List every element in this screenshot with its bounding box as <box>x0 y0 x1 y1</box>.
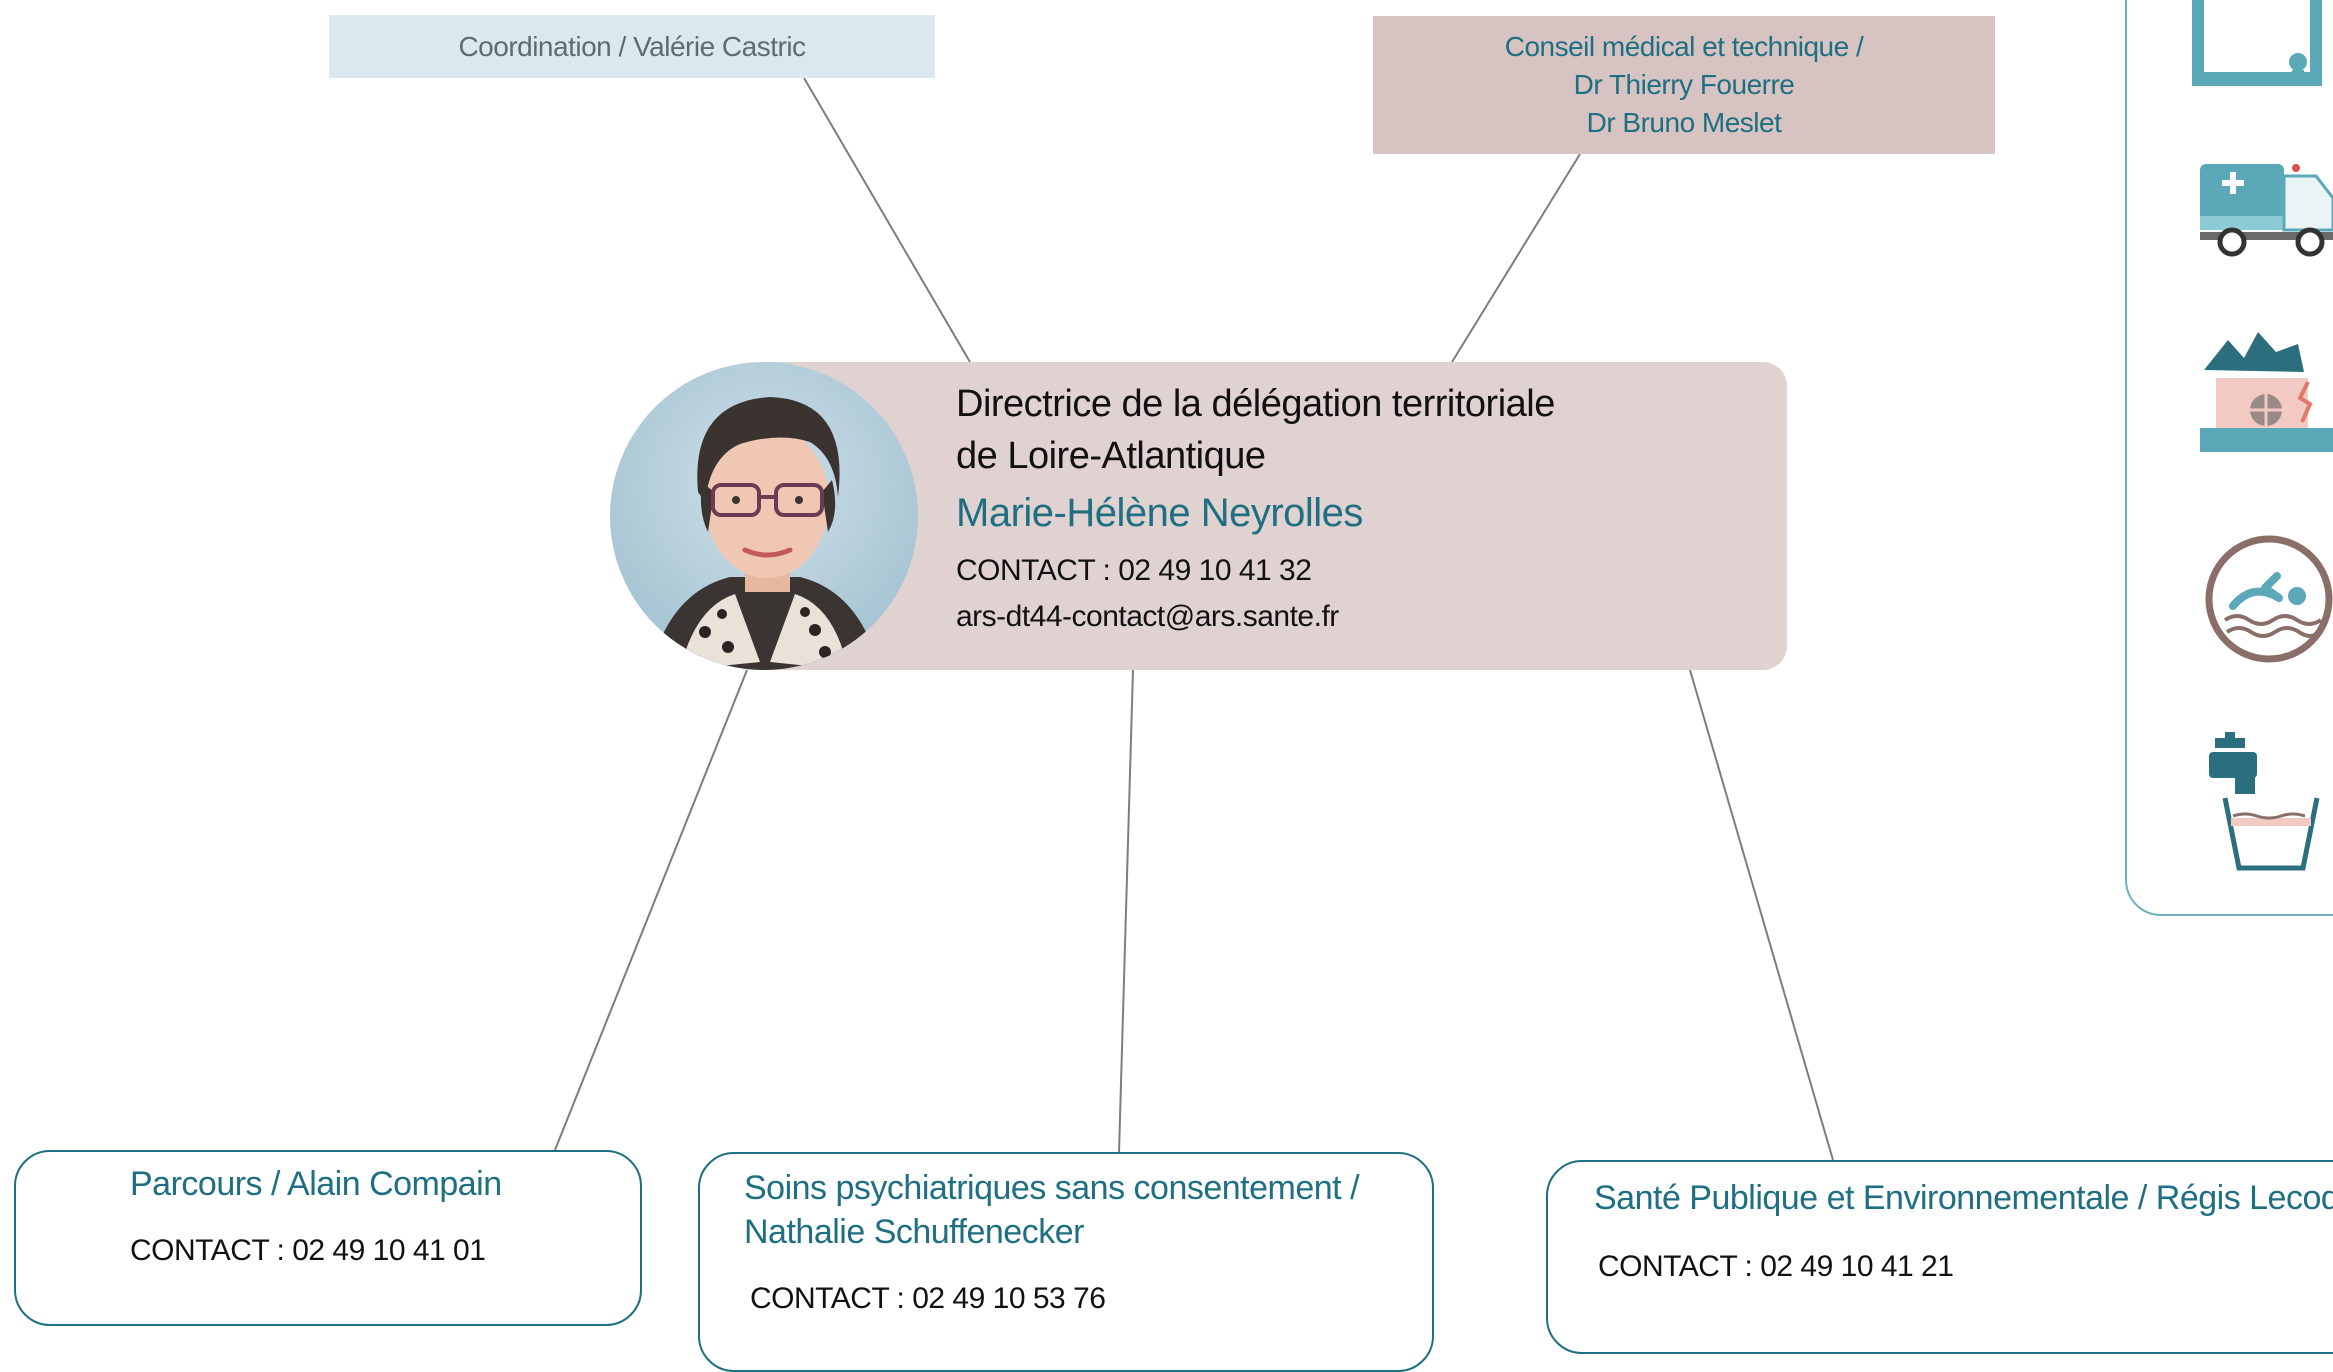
director-name: Marie-Hélène Neyrolles <box>956 491 1363 535</box>
coordination-label: Coordination / Valérie Castric <box>458 30 806 62</box>
director-contact: CONTACT : 02 49 10 41 32 <box>956 554 1312 587</box>
disaster-house-icon <box>2200 332 2333 452</box>
coordination-box: Coordination / Valérie Castric <box>329 15 935 78</box>
director-email[interactable]: ars-dt44-contact@ars.sante.fr <box>956 600 1339 633</box>
ambulance-icon <box>2200 164 2333 257</box>
link-sante <box>1689 669 1834 1161</box>
director-photo <box>610 362 918 670</box>
director-text: Directrice de la délégation territoriale… <box>956 378 1776 640</box>
unit-title-soins-line-1: Soins psychiatriques sans consentement / <box>744 1169 1360 1207</box>
conseil-line-3: Dr Bruno Meslet <box>1586 107 1782 138</box>
unit-title-soins-line-2: Nathalie Schuffenecker <box>744 1213 1084 1251</box>
unit-box-soins: Soins psychiatriques sans consentement /… <box>698 1152 1434 1372</box>
unit-title-parcours: Parcours / Alain Compain <box>130 1165 502 1203</box>
unit-title-sante: Santé Publique et Environnementale / Rég… <box>1594 1179 2333 1217</box>
unit-box-sante: Santé Publique et Environnementale / Rég… <box>1546 1160 2333 1354</box>
unit-contact-parcours: CONTACT : 02 49 10 41 01 <box>130 1234 486 1267</box>
unit-box-parcours: Parcours / Alain Compain CONTACT : 02 49… <box>14 1150 642 1326</box>
link-conseil <box>1451 153 1581 363</box>
certificate-icon <box>2192 0 2322 86</box>
portrait-image <box>650 397 880 670</box>
director-role-line-1: Directrice de la délégation territoriale <box>956 383 1555 425</box>
conseil-line-2: Dr Thierry Fouerre <box>1573 69 1795 100</box>
unit-contact-sante: CONTACT : 02 49 10 41 21 <box>1598 1250 1954 1283</box>
link-parcours <box>554 669 748 1151</box>
unit-contact-soins: CONTACT : 02 49 10 53 76 <box>750 1282 1106 1315</box>
director-role-line-2: de Loire-Atlantique <box>956 435 1266 477</box>
link-soins <box>1118 669 1134 1153</box>
swimming-icon <box>2205 535 2333 663</box>
water-tap-icon <box>2209 732 2320 871</box>
link-coordination <box>803 77 971 363</box>
conseil-box: Conseil médical et technique / Dr Thierr… <box>1373 16 1995 154</box>
conseil-line-1: Conseil médical et technique / <box>1504 31 1864 62</box>
